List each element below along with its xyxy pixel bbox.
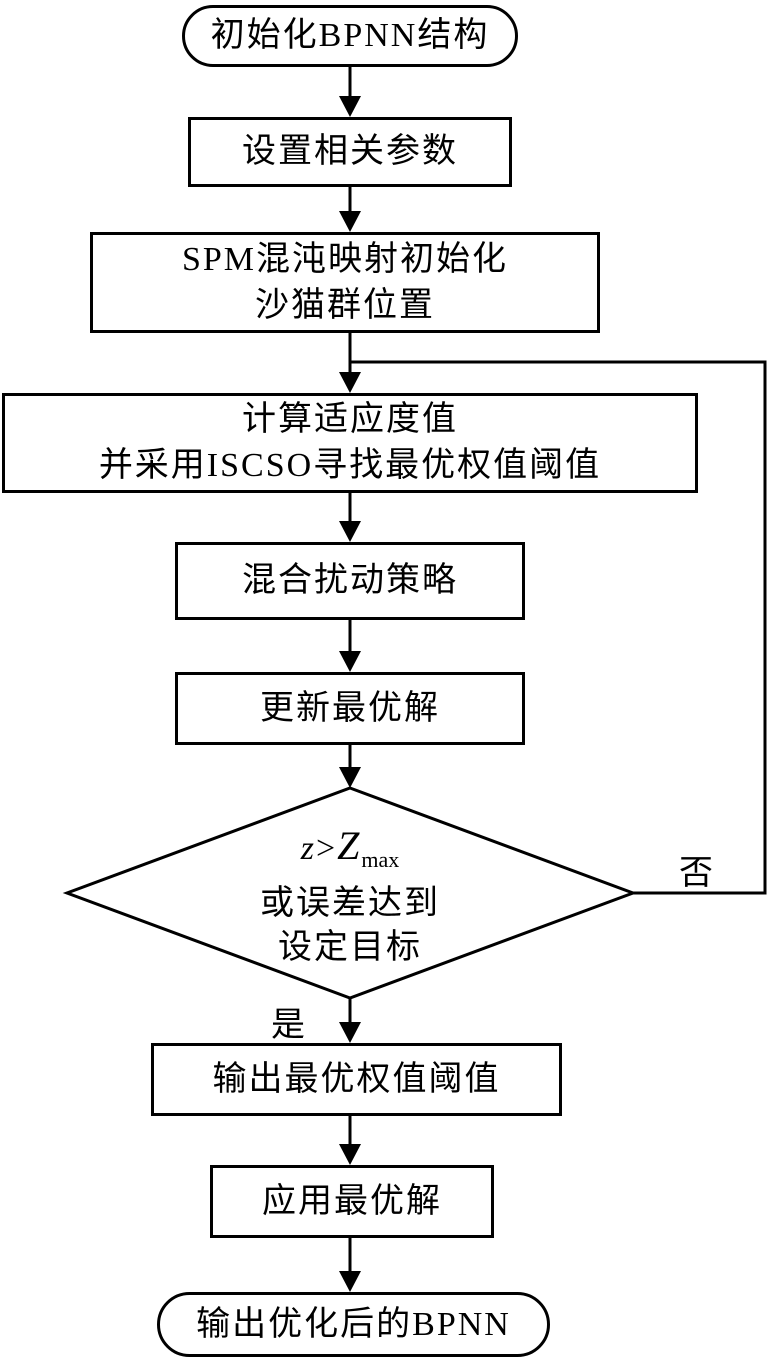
arrowhead-down-icon bbox=[339, 211, 361, 232]
arrowhead-down-icon bbox=[339, 521, 361, 542]
node-set-params: 设置相关参数 bbox=[188, 117, 512, 187]
condition-operator: > bbox=[315, 830, 338, 867]
arrow-setparams-to-spminit bbox=[339, 187, 361, 232]
node-label-line-1: 计算适应度值 bbox=[242, 401, 458, 438]
arrowhead-down-icon bbox=[339, 1022, 361, 1043]
arrowhead-down-icon bbox=[339, 651, 361, 672]
node-label: 初始化BPNN结构 bbox=[210, 17, 490, 54]
decision-condition-formula: z>Zmax bbox=[170, 824, 530, 882]
condition-variable: z bbox=[300, 830, 316, 867]
arrow-apply-to-end bbox=[339, 1238, 361, 1292]
decision-line-2: 或误差达到 bbox=[260, 884, 440, 922]
arrowhead-down-icon bbox=[339, 767, 361, 788]
feedback-line bbox=[350, 360, 767, 895]
node-label: 输出优化后的BPNN bbox=[196, 1305, 511, 1343]
condition-limit-subscript: max bbox=[361, 846, 400, 872]
node-label: 设置相关参数 bbox=[242, 133, 458, 170]
node-update-best: 更新最优解 bbox=[175, 672, 525, 745]
arrow-perturbation-to-update bbox=[339, 620, 361, 672]
feedback-loop-no-branch bbox=[350, 360, 767, 895]
arrowhead-down-icon bbox=[339, 1144, 361, 1165]
arrow-outputweights-to-apply bbox=[339, 1116, 361, 1165]
node-label-line-1: SPM混沌映射初始化 bbox=[181, 240, 509, 278]
node-end-terminator: 输出优化后的BPNN bbox=[157, 1292, 550, 1357]
node-spm-init: SPM混沌映射初始化 沙猫群位置 bbox=[90, 232, 600, 333]
arrowhead-down-icon bbox=[339, 1271, 361, 1292]
node-label-line-2: 沙猫群位置 bbox=[255, 286, 435, 324]
arrow-update-to-decision bbox=[339, 745, 361, 788]
branch-label-yes: 是 bbox=[271, 1007, 305, 1044]
branch-label-no: 否 bbox=[679, 855, 713, 892]
node-label-line-2: 并采用ISCSO寻找最优权值阈值 bbox=[98, 447, 602, 484]
node-label: 混合扰动策略 bbox=[242, 562, 458, 599]
node-label: 输出最优权值阈值 bbox=[212, 1060, 501, 1098]
arrowhead-down-icon bbox=[339, 96, 361, 117]
node-hybrid-perturbation: 混合扰动策略 bbox=[175, 542, 525, 620]
condition-limit: Z bbox=[337, 823, 362, 868]
node-fitness-iscso: 计算适应度值 并采用ISCSO寻找最优权值阈值 bbox=[2, 393, 698, 493]
node-label: 更新最优解 bbox=[260, 689, 440, 727]
node-apply-best: 应用最优解 bbox=[210, 1165, 494, 1238]
node-label: 应用最优解 bbox=[262, 1182, 442, 1220]
arrow-fitness-to-perturbation bbox=[339, 493, 361, 542]
arrow-spminit-to-fitness bbox=[339, 333, 361, 393]
arrowhead-down-icon bbox=[339, 372, 361, 393]
node-output-weights: 输出最优权值阈值 bbox=[151, 1043, 562, 1116]
node-termination-decision: z>Zmax 或误差达到 设定目标 bbox=[170, 824, 530, 970]
arrow-decision-to-outputweights bbox=[339, 998, 361, 1043]
node-start-terminator: 初始化BPNN结构 bbox=[182, 5, 518, 67]
decision-line-3: 设定目标 bbox=[278, 928, 422, 966]
arrow-start-to-setparams bbox=[339, 67, 361, 117]
